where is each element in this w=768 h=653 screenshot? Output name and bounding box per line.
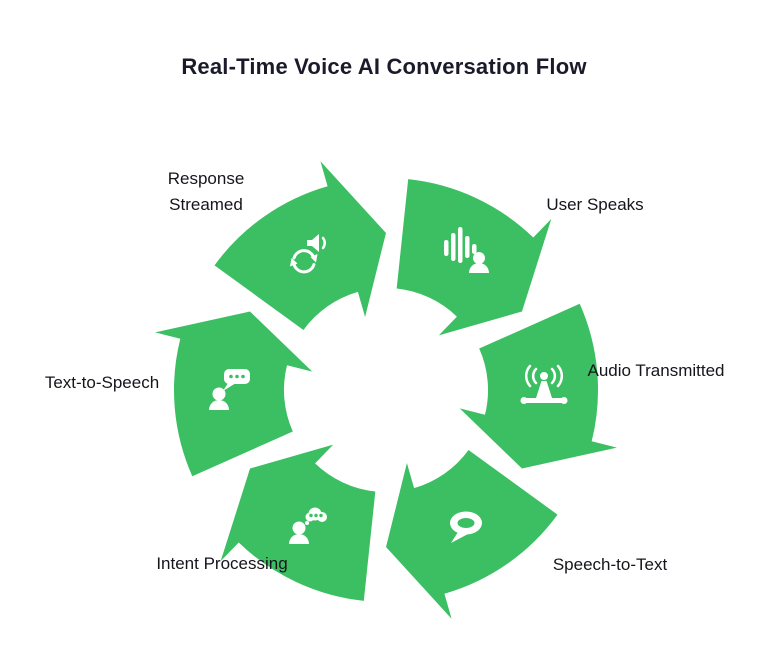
audio-transmitted-icon: [520, 364, 568, 404]
text-to-speech-icon: [209, 369, 250, 410]
page-title: Real-Time Voice AI Conversation Flow: [181, 54, 587, 79]
step-label-text-to-speech: Text-to-Speech: [44, 373, 160, 392]
speech-to-text-icon: [450, 511, 482, 543]
step-label-user-speaks: User Speaks: [546, 195, 644, 214]
step-label-intent-processing: Intent Processing: [156, 554, 288, 573]
step-label-audio-transmitted: Audio Transmitted: [587, 361, 725, 380]
ring-segment-audio-transmitted: [459, 303, 617, 469]
response-streamed-icon: [290, 234, 326, 274]
intent-processing-icon: [289, 507, 327, 544]
step-label-speech-to-text: Speech-to-Text: [552, 555, 668, 574]
step-label-response-streamed: Response Streamed: [167, 169, 245, 214]
user-speaks-icon: [444, 227, 489, 273]
